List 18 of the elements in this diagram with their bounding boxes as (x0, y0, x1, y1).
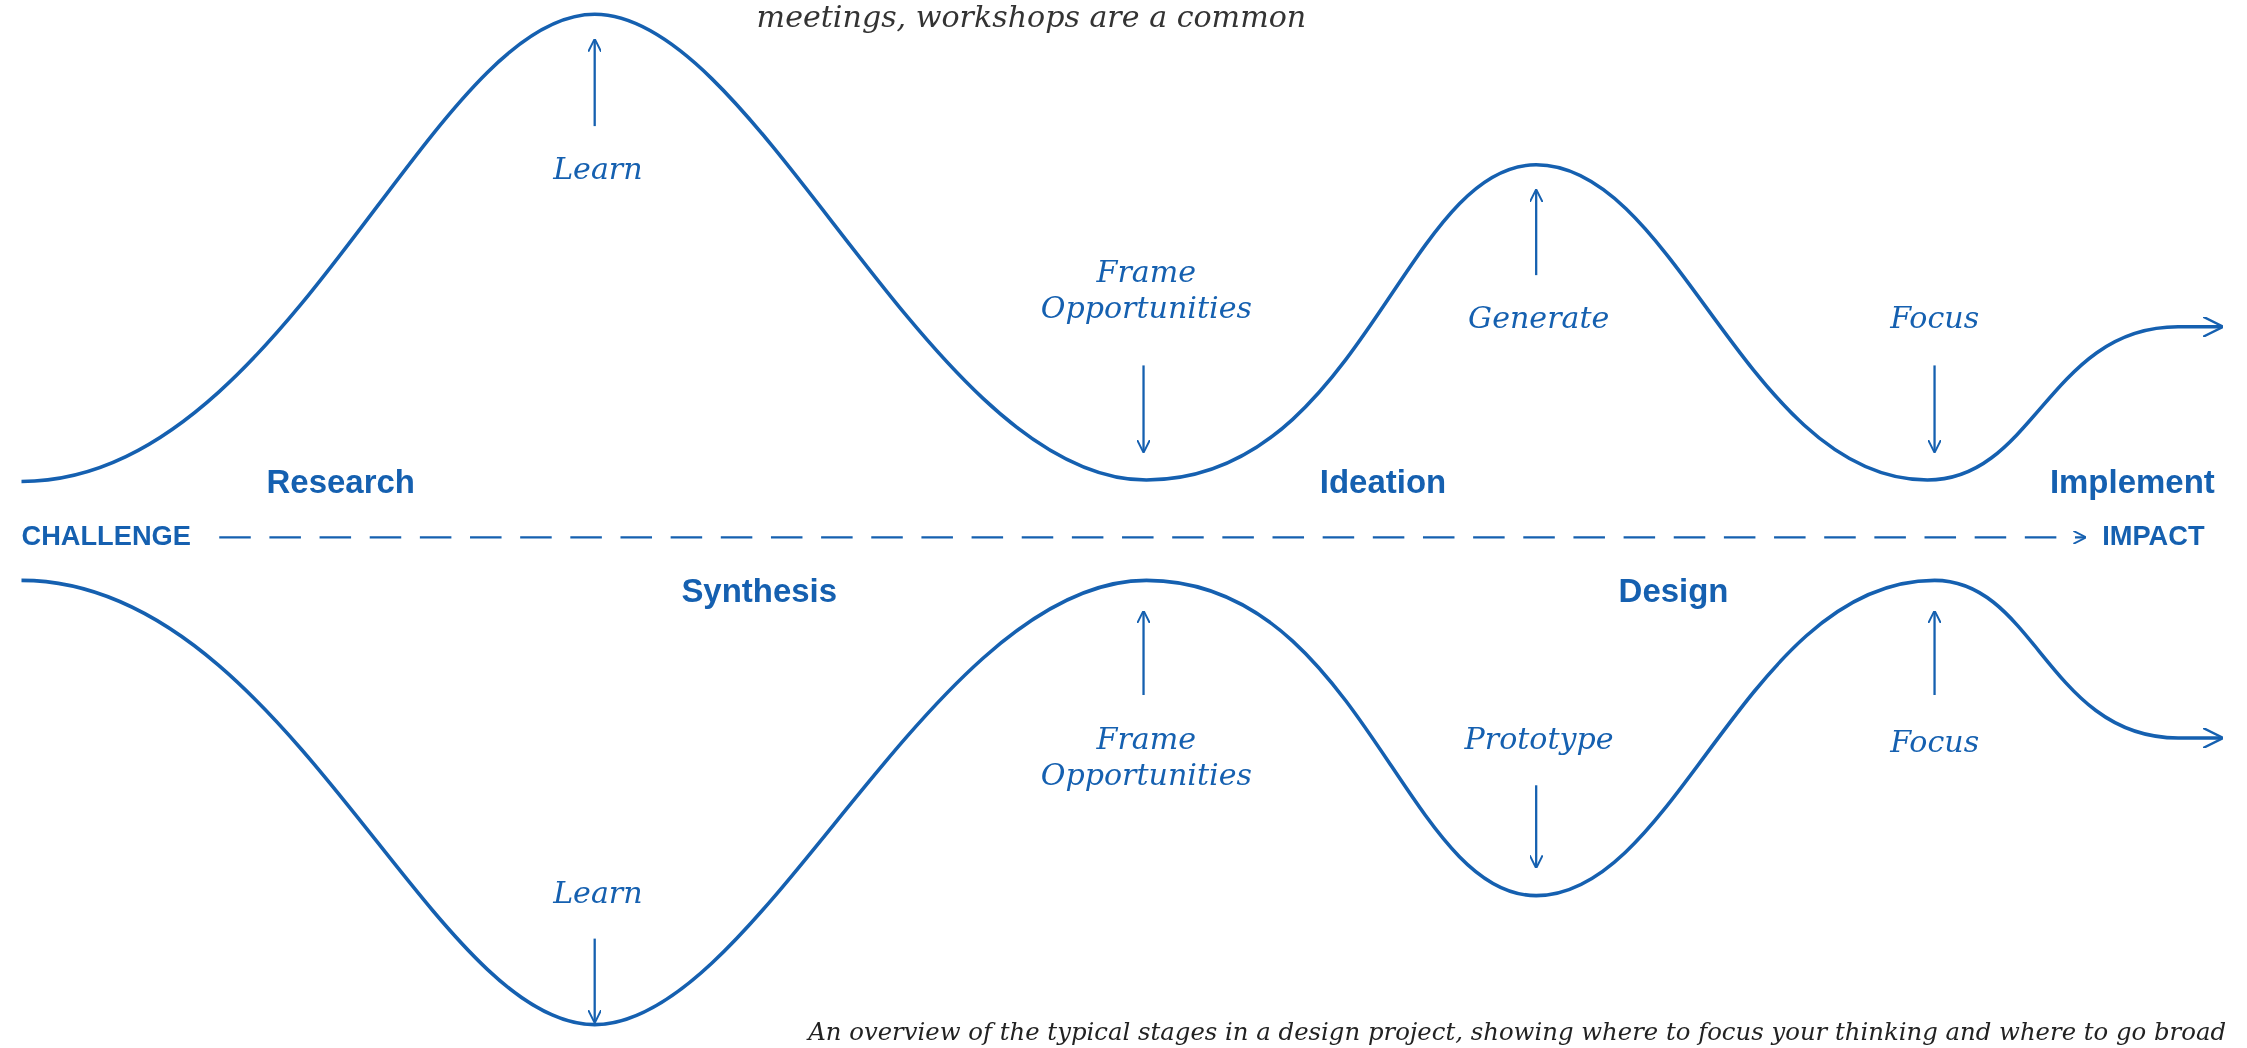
caption: An overview of the typical stages in a design project, showing where to focus your thinking and where to go broad (808, 1016, 2227, 1048)
endpoint-label: IMPACT (2102, 520, 2205, 552)
dashed-arrow (219, 529, 2088, 545)
endpoint-label: CHALLENGE (21, 520, 191, 552)
stage-verb: Prototype (1464, 722, 1614, 759)
stage-verb: Focus (1890, 300, 1980, 337)
stage-verb: Frame Opportunities (1039, 255, 1253, 327)
stage-verb: Generate (1468, 300, 1610, 337)
stage-verb: Frame Opportunities (1039, 722, 1253, 794)
note-text: meetings, workshops are a common (756, 0, 1307, 36)
stage-verb: Learn (553, 151, 643, 188)
phase-label: Implement (2049, 462, 2215, 502)
phase-label: Synthesis (681, 571, 838, 611)
stage-verb: Focus (1890, 725, 1980, 761)
stage-verb: Learn (553, 875, 643, 912)
phase-label: Research (266, 462, 415, 502)
phase-label: Ideation (1319, 462, 1447, 502)
phase-label: Design (1618, 571, 1729, 611)
